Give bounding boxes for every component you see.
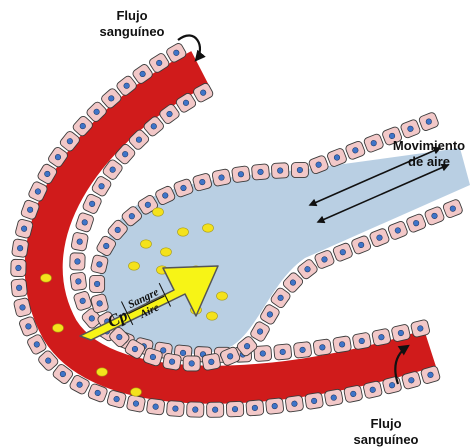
epithelial-cell [166,401,184,417]
epithelial-cell [207,402,224,417]
epithelial-cell [183,356,200,371]
gas-particle [161,248,172,256]
epithelial-cell [162,353,181,371]
gas-particle [153,208,164,216]
epithelial-cell [202,353,221,371]
epithelial-cell [70,253,86,271]
label-flow-bottom: Flujo sanguíneo [336,416,436,448]
label-air-movement: Movimiento de aire [382,138,476,170]
epithelial-cell [11,259,26,276]
epithelial-cell [226,401,244,417]
epithelial-cell [442,199,463,219]
epithelial-cell [313,339,332,356]
epithelial-cell [363,381,383,399]
epithelial-cell [293,341,312,358]
gas-particle [131,388,142,396]
epithelial-cell [410,319,430,338]
epithelial-cell [372,328,392,346]
epithelial-cell [251,164,269,180]
epithelial-cell [265,398,283,415]
label-flow-top: Flujo sanguíneo [82,8,182,40]
gas-particle [97,368,108,376]
gas-particle [203,224,214,232]
gas-particle [217,292,228,300]
epithelial-cell [333,336,352,354]
epithelial-cell [274,344,292,360]
epithelial-cell [246,400,264,416]
gas-particle [41,274,52,282]
epithelial-cell [387,220,408,240]
epithelial-cell [418,112,439,132]
epithelial-cell [400,119,421,139]
epithelial-cell [11,279,28,297]
epithelial-cell [71,232,89,251]
epithelial-cell [285,395,304,412]
epithelial-cell [271,163,289,179]
epithelial-cell [126,395,146,413]
epithelial-cell [350,235,371,255]
epithelial-cell [424,206,445,226]
epithelial-cell [187,402,204,417]
gas-particle [129,262,140,270]
epithelial-cell [75,212,95,233]
epithelial-cell [212,169,232,187]
epithelial-cell [11,239,28,258]
epithelial-cell [305,392,324,409]
epithelial-cell [291,162,308,177]
epithelial-cell [324,389,343,407]
epithelial-cell [405,213,426,233]
gas-particle [207,312,218,320]
gas-particle [53,324,64,332]
epithelial-cell [343,385,363,403]
epithelial-cell [90,275,105,292]
epithelial-cell [70,272,87,291]
gas-particle [178,228,189,236]
epithelial-cell [231,166,250,183]
gas-particle [141,240,152,248]
epithelial-cell [73,291,92,312]
epithelial-cell [352,332,371,350]
epithelial-cell [332,242,353,262]
epithelial-cell [146,398,165,415]
epithelial-cell [82,193,103,215]
epithelial-cell [391,324,411,342]
epithelial-cell [345,140,366,160]
epithelial-cell [369,228,390,248]
